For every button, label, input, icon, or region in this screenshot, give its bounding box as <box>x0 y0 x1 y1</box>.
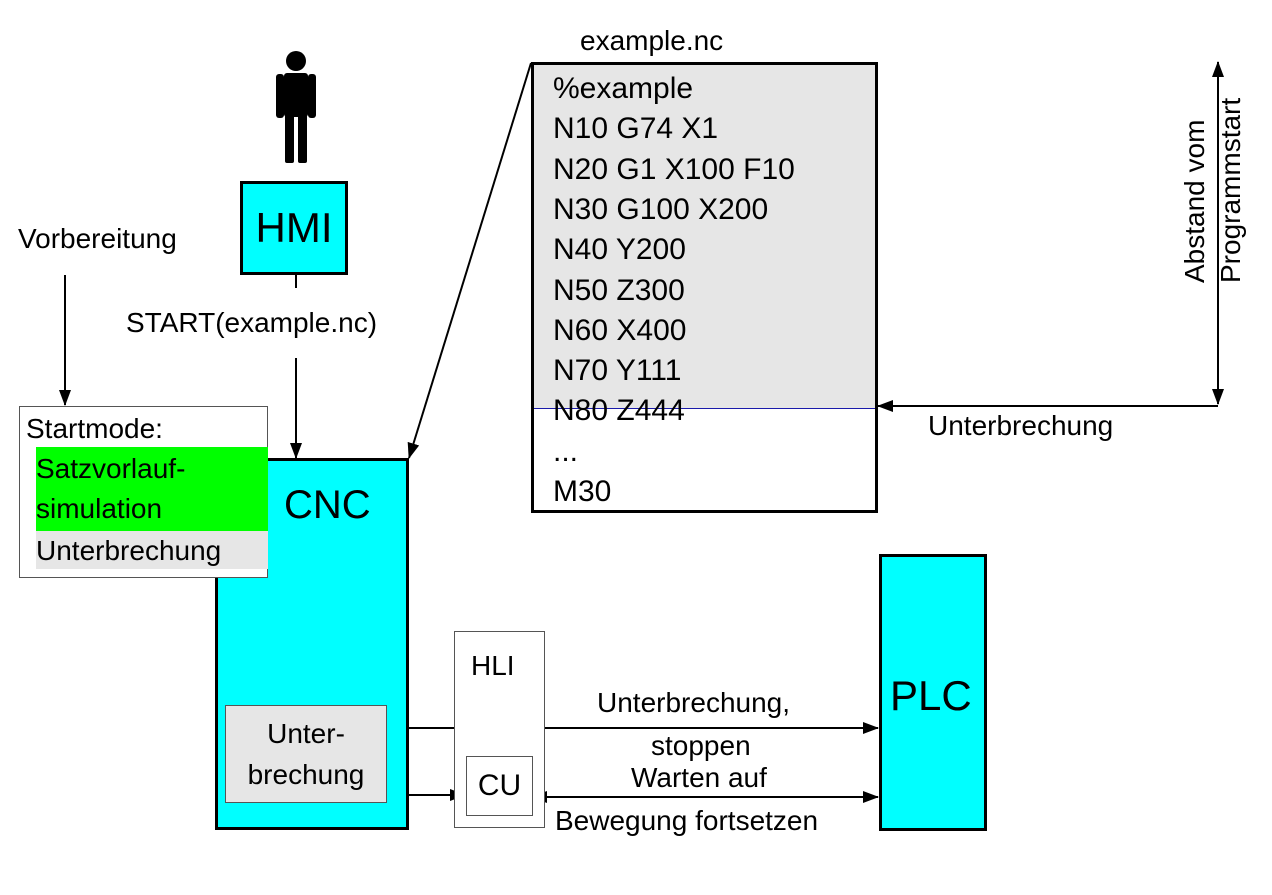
cu-box: CU <box>466 756 533 816</box>
cu-label: CU <box>477 769 522 802</box>
program-line: N70 Y111 <box>553 354 682 388</box>
hmi-label: HMI <box>255 204 333 251</box>
plc-box: PLC <box>879 554 987 831</box>
startmode-panel: Startmode: Satzvorlauf- simulation Unter… <box>19 406 268 578</box>
unterbrechung-label: Unterbrechung <box>928 410 1114 441</box>
program-line: %example <box>553 72 694 105</box>
program-pointer-arrow <box>407 62 532 459</box>
plc-label: PLC <box>890 672 972 719</box>
hmi-box: HMI <box>240 181 348 275</box>
startmode-option-satzvorlauf[interactable]: Satzvorlauf- simulation <box>36 447 268 531</box>
program-executed-region <box>534 65 875 409</box>
program-line: ... <box>553 434 579 468</box>
startmode-option-unterbrechung[interactable]: Unterbrechung <box>36 531 268 569</box>
cnc-unterbrechung-box: Unter- brechung <box>225 705 387 803</box>
abstand-line1: Abstand vom <box>1179 119 1210 283</box>
program-line: M30 <box>553 475 612 508</box>
cnc-label: CNC <box>284 483 371 527</box>
cnc-sub-line1: Unter- <box>267 718 345 749</box>
hli-box: HLI CU <box>454 631 545 828</box>
program-line: N50 Z300 <box>553 273 685 307</box>
startmode-option-line1: Satzvorlauf- <box>36 453 186 484</box>
hli-label: HLI <box>471 650 515 681</box>
cnc-sub-line2: brechung <box>247 759 365 790</box>
program-line: N40 Y200 <box>553 233 686 267</box>
program-line: N80 Z444 <box>553 394 685 428</box>
signal-stop-line1: Unterbrechung, <box>597 687 791 718</box>
program-filename: example.nc <box>580 25 724 56</box>
startmode-option-label: Unterbrechung <box>36 535 222 566</box>
vorbereitung-label: Vorbereitung <box>18 223 177 254</box>
start-command-label: START(example.nc) <box>126 307 378 338</box>
signal-stop-line2: stoppen <box>651 730 751 761</box>
program-line: N60 X400 <box>553 313 687 347</box>
signal-wait-line1: Warten auf <box>631 762 767 793</box>
program-line: N30 G100 X200 <box>553 192 769 226</box>
abstand-label: Abstand vom Programmstart <box>1179 53 1246 283</box>
program-line: N10 G74 X1 <box>553 112 719 146</box>
program-line: N20 G1 X100 F10 <box>553 152 795 186</box>
startmode-option-line2: simulation <box>36 493 163 524</box>
abstand-line2: Programmstart <box>1215 97 1246 283</box>
operator-icon <box>276 51 316 163</box>
startmode-title: Startmode: <box>26 413 163 444</box>
signal-wait-line2: Bewegung fortsetzen <box>555 805 819 836</box>
